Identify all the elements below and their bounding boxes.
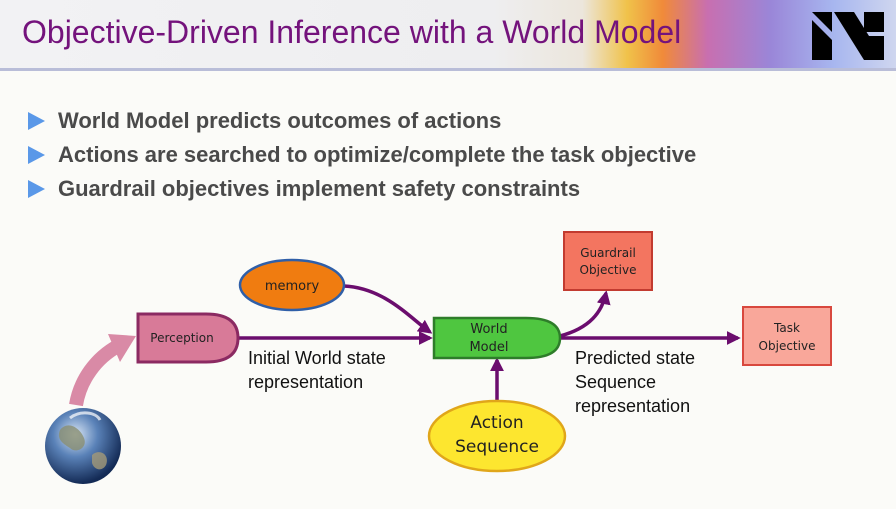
triangle-bullet-icon	[28, 146, 45, 164]
task-label-line1: Task	[773, 321, 800, 335]
initial-state-label-line1: Initial World state	[248, 348, 386, 368]
action-label-line1: Action	[470, 413, 523, 433]
memory-node: memory	[238, 258, 346, 312]
world-model-label-line2: Model	[469, 340, 508, 355]
header-banner: Objective-Driven Inference with a World …	[0, 0, 896, 71]
initial-state-label-line2: representation	[248, 372, 363, 392]
guardrail-label-line1: Guardrail	[580, 246, 636, 260]
guardrail-label-line2: Objective	[580, 263, 637, 277]
triangle-bullet-icon	[28, 180, 45, 198]
triangle-bullet-icon	[28, 112, 45, 130]
bullet-item: Guardrail objectives implement safety co…	[28, 172, 696, 206]
perception-label: Perception	[150, 331, 213, 345]
predicted-state-label-line2: Sequence	[575, 372, 656, 392]
bullet-list: World Model predicts outcomes of actions…	[28, 104, 696, 206]
bullet-text: Guardrail objectives implement safety co…	[58, 176, 581, 201]
page-title: Objective-Driven Inference with a World …	[22, 14, 682, 50]
brand-logo-icon	[812, 12, 884, 60]
earth-globe-icon	[45, 408, 121, 484]
task-label-line2: Objective	[759, 339, 816, 353]
bullet-text: World Model predicts outcomes of actions	[58, 108, 502, 133]
predicted-state-label-line3: representation	[575, 396, 690, 416]
task-objective-node: Task Objective	[742, 306, 832, 366]
bullet-item: World Model predicts outcomes of actions	[28, 104, 696, 138]
perception-node: Perception	[136, 312, 240, 364]
guardrail-objective-node: Guardrail Objective	[563, 231, 653, 291]
memory-label: memory	[265, 279, 320, 294]
bullet-text: Actions are searched to optimize/complet…	[58, 142, 697, 167]
arrow-earth-to-perception	[69, 339, 122, 407]
world-model-label-line1: World	[470, 322, 507, 337]
arrow-memory-to-world-model	[343, 284, 433, 334]
action-label-line2: Sequence	[455, 437, 539, 457]
action-sequence-node: Action Sequence	[427, 399, 567, 473]
world-model-node: World Model	[432, 316, 562, 360]
pink-arrowhead	[108, 334, 136, 362]
bullet-item: Actions are searched to optimize/complet…	[28, 138, 696, 172]
predicted-state-label-line1: Predicted state	[575, 348, 695, 368]
arrow-world-model-to-guardrail	[559, 290, 611, 338]
